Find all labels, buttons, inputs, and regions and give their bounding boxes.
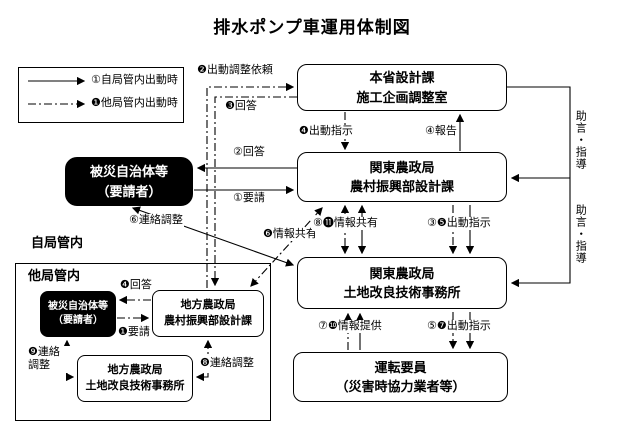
label-advice-guidance-bottom: 助言・指導 — [572, 204, 588, 264]
label-reply4b: ❹回答 — [119, 279, 153, 293]
legend-own-label: ①自局管内出動時 — [90, 74, 179, 88]
label-dispatch-order4: ❹出動指示 — [298, 125, 354, 139]
box-victim-main-line1: 被災自治体等 — [89, 164, 168, 179]
info-share6-line — [250, 207, 323, 287]
diagram-title: 排水ポンプ車運用体制図 — [213, 18, 411, 37]
label-reply3: ❸回答 — [224, 100, 258, 114]
advice-main-line — [507, 86, 571, 288]
label-info-share-8-11: ⑧⓫情報共有 — [312, 217, 379, 231]
label-dispatch-adjust-request: ❷出動調整依頼 — [196, 64, 274, 78]
own-bureau-area-label: 自局管内 — [31, 235, 84, 250]
box-ministry-line1: 本省設計課 — [369, 70, 435, 85]
box-regional-land-improvement-office: 地方農政局 土地改良技術事務所 — [77, 355, 193, 402]
legend-other-label: ❶他局管内出動時 — [90, 97, 179, 111]
box-victim-main-line2: （要請者） — [96, 183, 162, 199]
liaison8-line — [195, 339, 213, 382]
dispatch-adjust-request-line — [206, 82, 295, 288]
label-info-share6: ❻情報共有 — [262, 228, 318, 242]
box-regional-design-line2: 農村振興部設計課 — [164, 314, 252, 327]
box-regional-design-division: 地方農政局 農村振興部設計課 — [152, 290, 264, 337]
other-bureau-area-label: 他局管内 — [27, 268, 82, 284]
box-victim-sub-line1: 被災自治体等 — [48, 301, 108, 312]
box-operators-line1: 運転要員 — [374, 359, 427, 375]
label-dispatch-5-7: ⑤❼出動指示 — [426, 320, 492, 334]
box-affected-municipality-sub: 被災自治体等 （要請者） — [40, 291, 116, 337]
label-dispatch-3-5: ③❺出動指示 — [426, 217, 492, 231]
label-liaison8: ❽連絡調整 — [199, 357, 255, 371]
label-advice-guidance-top: 助言・指導 — [572, 110, 588, 170]
label-reply2: ②回答 — [232, 146, 266, 160]
box-kanto-design-division: 関東農政局 農村振興部設計課 — [297, 152, 507, 202]
box-kanto-land-line1: 関東農政局 — [369, 265, 435, 281]
label-liaison9: ❾連絡調整 — [27, 346, 71, 373]
box-kanto-design-line2: 農村振興部設計課 — [349, 179, 454, 194]
box-regional-land-line2: 土地改良技術事務所 — [85, 379, 185, 392]
label-report4: ④報告 — [424, 125, 458, 139]
box-victim-sub-line2: （要請者） — [53, 315, 103, 326]
box-kanto-design-line1: 関東農政局 — [369, 159, 435, 175]
box-regional-land-line1: 地方農政局 — [107, 363, 163, 376]
label-request1: ①要請 — [232, 192, 266, 206]
label-liaison6: ⑥連絡調整 — [128, 214, 184, 228]
box-kanto-land-improvement-office: 関東農政局 土地改良技術事務所 — [297, 257, 507, 309]
box-regional-design-line1: 地方農政局 — [180, 298, 236, 311]
box-kanto-land-line2: 土地改良技術事務所 — [343, 285, 461, 300]
label-request1b: ❶要請 — [117, 326, 151, 340]
reply3-line — [210, 96, 297, 287]
box-affected-municipality-main: 被災自治体等 （要請者） — [65, 157, 193, 206]
box-ministry-line2: 施工企画調整室 — [356, 89, 448, 105]
label-info-provide-7-10: ⑦❿情報提供 — [317, 320, 383, 334]
box-ministry-design-division: 本省設計課 施工企画調整室 — [297, 64, 507, 111]
legend-box — [18, 67, 184, 123]
box-operators: 運転要員 （災害時協力業者等） — [293, 352, 508, 402]
box-operators-line2: （災害時協力業者等） — [335, 379, 466, 394]
